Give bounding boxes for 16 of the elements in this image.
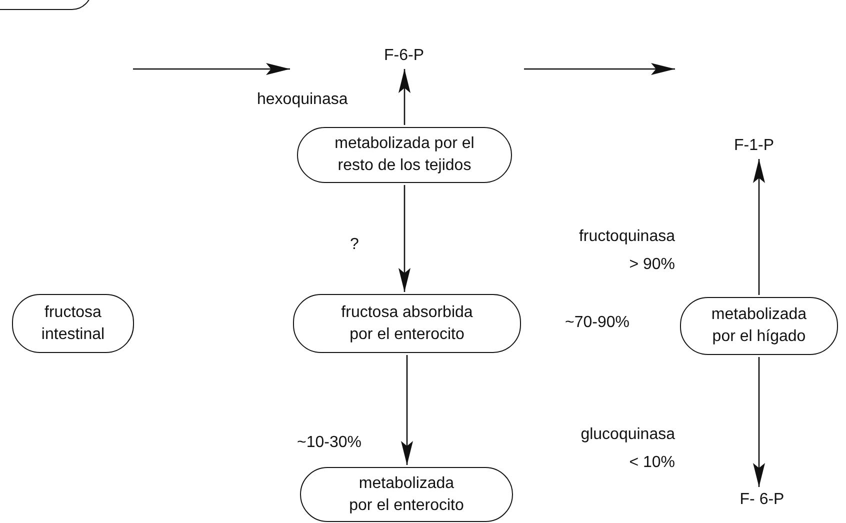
product-label: F- 6-P: [732, 489, 792, 511]
arrow: [401, 355, 413, 465]
annotation-text: glucoquinasa: [580, 425, 675, 445]
arrow: [398, 185, 410, 292]
arrow: [398, 69, 410, 125]
annotation-text: hexoquinasa: [257, 90, 348, 110]
process-box: fructosa intestinal: [12, 294, 134, 353]
process-box: metabolizada por el enterocito: [300, 467, 513, 522]
process-box: metabolizada por el hígado: [680, 297, 838, 355]
process-box: metabolizada por el resto de los tejidos: [297, 127, 512, 183]
product-label: F-6-P: [379, 45, 429, 67]
arrow: [753, 159, 765, 295]
product-label: F-1-P: [728, 135, 780, 157]
annotation-text: fructoquinasa: [578, 227, 675, 247]
process-box: fructosa absorbida por el enterocito: [293, 294, 521, 353]
arrow: [753, 357, 765, 487]
